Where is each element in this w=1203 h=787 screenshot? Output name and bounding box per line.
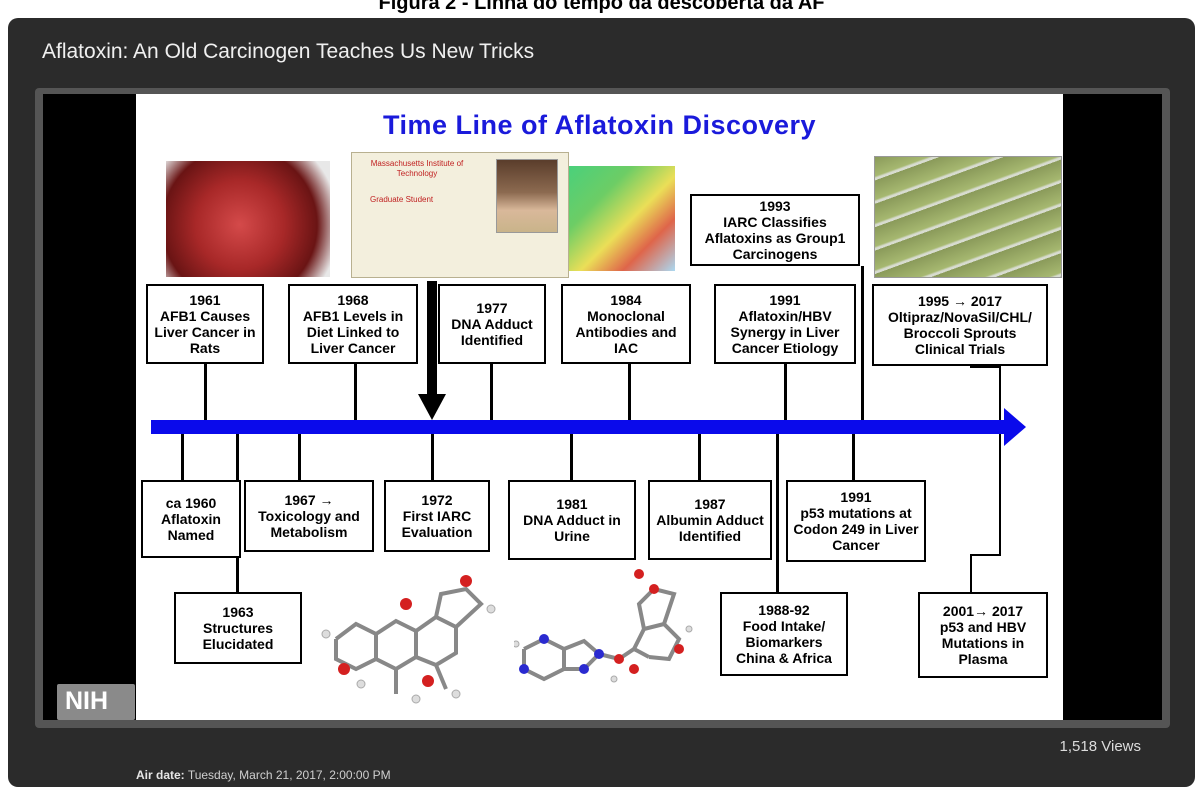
video-player: Aflatoxin: An Old Carcinogen Teaches Us …	[8, 18, 1195, 787]
event-box-1993: 1993 IARC Classifies Aflatoxins as Group…	[690, 194, 860, 266]
video-viewport[interactable]: Time Line of Aflatoxin Discovery Massach…	[43, 94, 1162, 720]
dna-adduct-molecule-icon	[514, 569, 693, 683]
world-map-image	[569, 166, 675, 271]
event-year: 1963	[222, 604, 254, 620]
event-text: AFB1 Causes Liver Cancer in Rats	[154, 308, 256, 356]
event-text: First IARC Evaluation	[401, 508, 473, 540]
broccoli-sprouts-photo	[874, 156, 1062, 278]
connector-line	[490, 364, 493, 420]
event-box-1987: 1987 Albumin Adduct Identified	[648, 480, 772, 560]
event-text: Aflatoxin/HBV Synergy in Liver Cancer Et…	[730, 308, 840, 356]
tumor-photo	[166, 161, 330, 277]
event-box-1961: 1961 AFB1 Causes Liver Cancer in Rats	[146, 284, 264, 364]
event-box-1995-2017: 1995 → 2017 Oltipraz/NovaSil/CHL/ Brocco…	[872, 284, 1048, 366]
event-year: 1987	[694, 496, 726, 512]
event-text: DNA Adduct Identified	[451, 316, 533, 348]
connector-line	[431, 434, 434, 480]
air-date-label: Air date:	[136, 768, 185, 782]
portrait-photo	[496, 159, 558, 233]
event-box-1984: 1984 Monoclonal Antibodies and IAC	[561, 284, 691, 364]
mit-id-card: Massachusetts Institute of Technology Gr…	[351, 152, 569, 278]
event-year: 1961	[189, 292, 221, 308]
id-card-institution: Massachusetts Institute of Technology	[370, 159, 464, 178]
connector-line	[628, 364, 631, 420]
connector-line	[970, 366, 1000, 368]
connector-line	[776, 434, 779, 592]
connector-line	[354, 364, 357, 420]
connector-line	[204, 364, 207, 420]
air-date-value: Tuesday, March 21, 2017, 2:00:00 PM	[187, 768, 391, 782]
event-text: IARC Classifies Aflatoxins as Group1 Car…	[704, 214, 846, 262]
air-date: Air date: Tuesday, March 21, 2017, 2:00:…	[136, 768, 391, 782]
event-text: Albumin Adduct Identified	[656, 512, 764, 544]
connector-line	[970, 554, 972, 592]
aflatoxin-molecule-icon	[321, 575, 496, 704]
event-year: ca 1960	[165, 495, 217, 511]
event-year: 1968	[337, 292, 369, 308]
figure-caption: Figura 2 - Linha do tempo da descoberta …	[378, 0, 825, 14]
video-frame[interactable]: Time Line of Aflatoxin Discovery Massach…	[35, 88, 1170, 728]
event-year: 1988-92	[758, 602, 810, 618]
event-text: p53 and HBV Mutations in Plasma	[939, 619, 1027, 667]
connector-line	[570, 434, 573, 480]
event-text: Food Intake/ Biomarkers China & Africa	[736, 618, 832, 666]
event-text: Structures Elucidated	[202, 620, 274, 652]
connector-line	[999, 366, 1001, 420]
event-box-1963: 1963 Structures Elucidated	[174, 592, 302, 664]
event-year: 1981	[556, 496, 588, 512]
connector-line	[784, 364, 787, 420]
event-box-1981: 1981 DNA Adduct in Urine	[508, 480, 636, 560]
event-year: 2001→ 2017	[942, 603, 1024, 619]
event-box-1967: 1967 → Toxicology and Metabolism	[244, 480, 374, 552]
down-arrow-icon	[418, 394, 446, 420]
nih-logo-text: NIH	[65, 687, 109, 715]
connector-line	[999, 434, 1001, 554]
event-year: 1991	[840, 489, 872, 505]
connector-line	[298, 434, 301, 480]
event-year: 1984	[610, 292, 642, 308]
connector-line	[181, 434, 184, 480]
event-year: 1972	[421, 492, 453, 508]
view-count: 1,518 Views	[1059, 738, 1141, 755]
connector-line	[852, 434, 855, 480]
event-text: AFB1 Levels in Diet Linked to Liver Canc…	[302, 308, 404, 356]
event-box-1977: 1977 DNA Adduct Identified	[438, 284, 546, 364]
id-card-role: Graduate Student	[370, 195, 434, 204]
event-box-ca-1960: ca 1960 Aflatoxin Named	[141, 480, 241, 558]
event-year: 1967 →	[284, 492, 334, 508]
event-box-1991-p53: 1991 p53 mutations at Codon 249 in Liver…	[786, 480, 926, 562]
nih-logo: NIH	[57, 684, 135, 720]
connector-line	[698, 434, 701, 480]
event-box-2001-2017: 2001→ 2017 p53 and HBV Mutations in Plas…	[918, 592, 1048, 678]
event-year: 1995 → 2017	[917, 293, 1003, 309]
event-text: p53 mutations at Codon 249 in Liver Canc…	[793, 505, 919, 553]
slide: Time Line of Aflatoxin Discovery Massach…	[136, 94, 1063, 720]
slide-title: Time Line of Aflatoxin Discovery	[382, 110, 817, 140]
event-year: 1977	[476, 300, 508, 316]
event-text: DNA Adduct in Urine	[523, 512, 621, 544]
connector-line	[970, 554, 1001, 556]
event-box-1968: 1968 AFB1 Levels in Diet Linked to Liver…	[288, 284, 418, 364]
video-title[interactable]: Aflatoxin: An Old Carcinogen Teaches Us …	[42, 40, 535, 63]
timeline-bar	[151, 420, 1006, 434]
timeline-arrowhead-icon	[1004, 408, 1026, 446]
down-arrow-shaft	[427, 281, 437, 398]
event-text: Oltipraz/NovaSil/CHL/ Broccoli Sprouts C…	[888, 309, 1032, 357]
event-text: Toxicology and Metabolism	[258, 508, 360, 540]
event-year: 1993	[759, 198, 791, 214]
event-box-1972: 1972 First IARC Evaluation	[384, 480, 490, 552]
event-text: Aflatoxin Named	[161, 511, 221, 543]
event-text: Monoclonal Antibodies and IAC	[575, 308, 677, 356]
connector-line	[861, 266, 864, 420]
event-box-1991-synergy: 1991 Aflatoxin/HBV Synergy in Liver Canc…	[714, 284, 856, 364]
event-year: 1991	[769, 292, 801, 308]
event-box-1988-92: 1988-92 Food Intake/ Biomarkers China & …	[720, 592, 848, 676]
